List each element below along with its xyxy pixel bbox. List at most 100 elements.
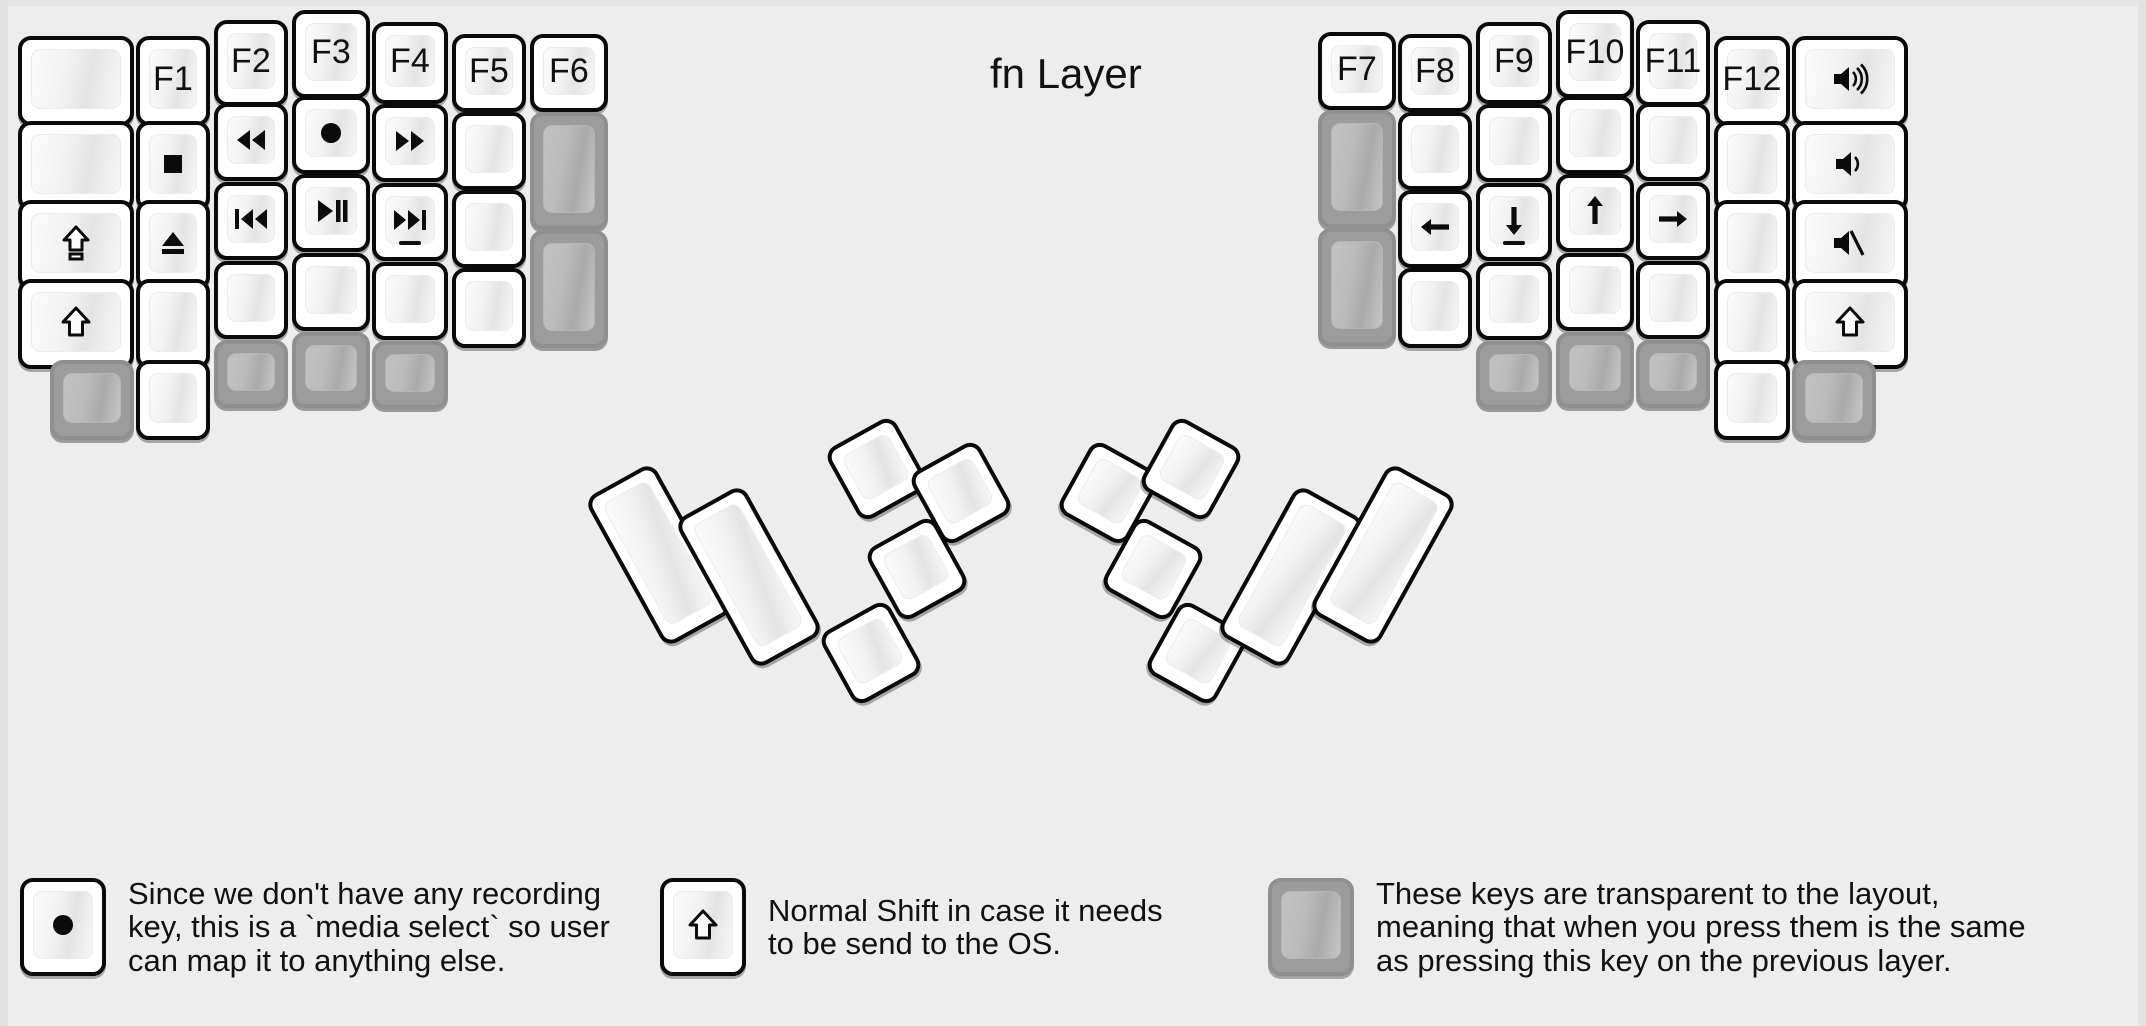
key-r-c3-r5[interactable] [1476,341,1552,409]
record-dot-icon [43,905,83,945]
key-r-c6-r2[interactable] [1714,121,1790,211]
fastforward-icon [390,121,430,161]
key-l-c2-r1[interactable]: F1 [136,36,210,126]
key-l-c2-r2[interactable] [136,121,210,211]
key-r-c1-r1[interactable]: F7 [1318,32,1396,110]
legend-item-3: These keys are transparent to the layout… [1268,876,2128,977]
key-l-c3-r5[interactable] [214,340,288,408]
key-r-c2-r1[interactable]: F8 [1398,34,1472,112]
key-r-c4-r4[interactable] [1556,253,1634,331]
key-l-c1-r5[interactable] [50,360,134,440]
volume-up-icon [1830,59,1870,99]
legend-key-3 [1268,878,1354,976]
key-cap [149,373,197,423]
key-cap [305,187,357,235]
key-r-c1-r2[interactable] [1318,110,1396,228]
key-l-c1-r1[interactable] [18,36,134,126]
key-l-c4-r2[interactable] [292,96,370,174]
key-cap [1569,345,1621,391]
key-cap [1489,275,1539,323]
arrow-left-icon [1415,207,1455,247]
key-cap [63,373,121,423]
key-label: F9 [1493,42,1535,80]
key-l-c5-r1[interactable]: F4 [372,22,448,104]
key-l-c3-r1[interactable]: F2 [214,20,288,106]
key-r-c3-r3[interactable] [1476,183,1552,261]
record-dot-icon [311,113,351,153]
key-l-c5-r4[interactable] [372,262,448,340]
key-l-c5-r3[interactable] [372,183,448,261]
key-l-c1-r3[interactable] [18,200,134,290]
key-cap [31,292,121,352]
key-cap [1727,292,1777,352]
key-cap [465,203,513,251]
key-l-c5-r2[interactable] [372,104,448,182]
key-cap [1156,431,1228,503]
key-cap [149,213,197,273]
key-cap [1118,531,1190,603]
key-l-c7-r1[interactable]: F6 [530,34,608,112]
key-r-c5-r2[interactable] [1636,103,1710,181]
key-cap [305,109,357,157]
key-cap [543,125,595,213]
key-r-c2-r2[interactable] [1398,112,1472,190]
key-l-c6-r3[interactable] [452,190,526,268]
next-track-icon [390,200,430,240]
key-r-c1-r3[interactable] [1318,228,1396,346]
key-cap [1569,266,1621,314]
key-r-c7-r3[interactable] [1792,200,1908,290]
key-l-c6-r2[interactable] [452,112,526,190]
key-l-c5-r5[interactable] [372,341,448,409]
key-cap [1805,213,1895,273]
key-rt-2[interactable] [1137,414,1245,524]
key-r-c2-r3[interactable] [1398,190,1472,268]
legend-text-2: Normal Shift in case it needs to be send… [768,892,1163,961]
key-r-c7-r1[interactable] [1792,36,1908,126]
key-cap [1281,891,1341,959]
arrow-down-icon [1494,200,1534,240]
key-r-c6-r5[interactable] [1714,360,1790,440]
eject-icon [153,223,193,263]
key-l-c3-r3[interactable] [214,182,288,260]
key-r-c3-r2[interactable] [1476,104,1552,182]
key-l-c1-r4[interactable] [18,279,134,369]
key-l-c6-r4[interactable] [452,268,526,348]
key-l-c6-r1[interactable]: F5 [452,34,526,112]
key-r-c6-r3[interactable] [1714,200,1790,290]
key-l-c4-r3[interactable] [292,174,370,252]
key-r-c4-r5[interactable] [1556,332,1634,408]
key-cap [673,891,733,959]
key-cap [465,281,513,331]
key-l-c4-r1[interactable]: F3 [292,10,370,98]
key-cap [1649,116,1697,164]
key-r-c5-r5[interactable] [1636,340,1710,408]
key-r-c3-r1[interactable]: F9 [1476,22,1552,104]
key-r-c4-r3[interactable] [1556,174,1634,252]
key-r-c5-r3[interactable] [1636,182,1710,260]
key-l-c4-r4[interactable] [292,253,370,331]
key-r-c6-r1[interactable]: F12 [1714,36,1790,126]
key-r-c7-r5[interactable] [1792,360,1876,440]
shift-arrow-icon [56,302,96,342]
key-label: F6 [548,52,590,90]
key-cap [1649,195,1697,243]
key-r-c4-r2[interactable] [1556,96,1634,174]
key-cap [227,274,275,322]
key-l-c3-r2[interactable] [214,103,288,181]
key-label: F4 [389,42,431,80]
key-r-c3-r4[interactable] [1476,262,1552,340]
key-r-c7-r4[interactable] [1792,279,1908,369]
key-cap: F5 [465,47,513,95]
key-l-c7-r2[interactable] [530,112,608,230]
key-r-c2-r4[interactable] [1398,268,1472,348]
key-r-c5-r4[interactable] [1636,261,1710,339]
key-l-c4-r5[interactable] [292,332,370,408]
volume-mute-icon [1830,223,1870,263]
key-cap [1489,354,1539,392]
key-l-c7-r3[interactable] [530,230,608,348]
key-l-c2-r5[interactable] [136,360,210,440]
key-l-c3-r4[interactable] [214,261,288,339]
play-pause-icon [311,191,351,231]
key-l-c2-r3[interactable] [136,200,210,290]
